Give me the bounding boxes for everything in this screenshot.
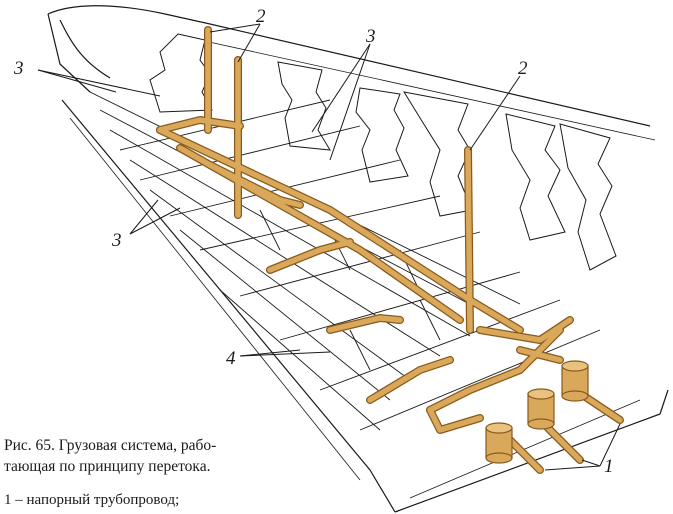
pump-1 xyxy=(485,422,513,464)
double-bottom-grid xyxy=(89,91,601,431)
pump-3 xyxy=(561,360,589,402)
hull-outline xyxy=(47,5,669,513)
callout-4: 4 xyxy=(226,348,236,369)
figure-caption-line-1: Рис. 65. Грузовая система, рабо- xyxy=(4,437,217,454)
pump-cylinders xyxy=(485,360,589,464)
callout-3-left: 3 xyxy=(13,58,24,79)
callout-3-top: 3 xyxy=(365,26,376,47)
leader-lines xyxy=(37,23,621,471)
figure-caption-line-2: тающая по принципу перетока. xyxy=(4,458,211,475)
callout-1: 1 xyxy=(604,456,614,477)
callout-2-right: 2 xyxy=(518,58,528,79)
bulkheads xyxy=(149,33,617,271)
pump-2 xyxy=(527,388,555,430)
figure-legend-line-1: 1 – напорный трубопровод; xyxy=(4,492,180,508)
pipe-system xyxy=(156,26,624,474)
callout-2-top: 2 xyxy=(256,6,266,27)
callout-3-mid: 3 xyxy=(111,230,122,251)
